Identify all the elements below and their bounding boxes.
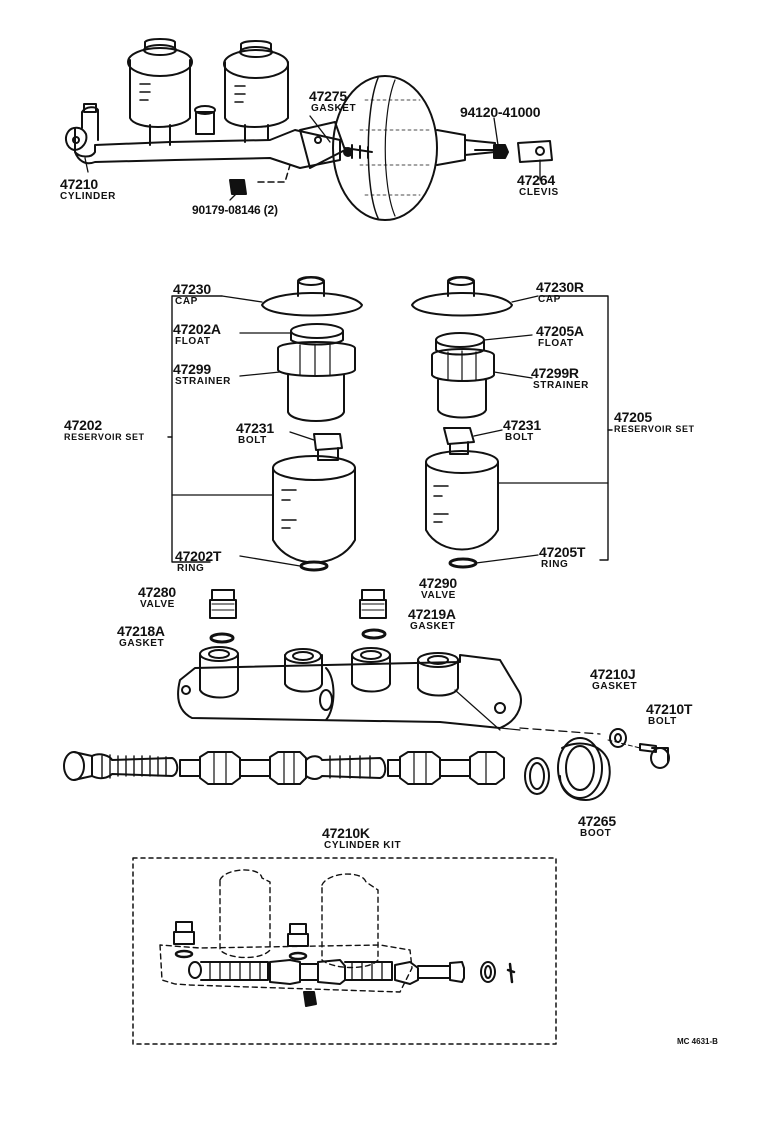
leader-lines [84, 115, 609, 567]
right-reservoir-set-illustration [411, 276, 613, 569]
part-47210J-number: 47210J [590, 666, 636, 682]
part-47265-number: 47265 [578, 813, 616, 829]
part-47205T-name: RING [541, 559, 569, 570]
part-47202A-name: FLOAT [175, 336, 211, 347]
part-47210K-name: CYLINDER KIT [324, 840, 402, 851]
part-47230R-name: CAP [538, 294, 561, 305]
part-47230R-number: 47230R [536, 279, 584, 295]
part-47205A-number: 47205A [536, 323, 584, 339]
part-47231-left-name: BOLT [238, 435, 267, 446]
part-47210-name: CYLINDER [60, 191, 116, 202]
part-47231-right-number: 47231 [503, 417, 541, 433]
part-47218A-number: 47218A [117, 623, 165, 639]
part-47205-number: 47205 [614, 409, 652, 425]
part-47264-number: 47264 [517, 172, 555, 188]
part-47202-name: RESERVOIR SET [64, 432, 145, 442]
piston-assembly-illustration [63, 728, 670, 801]
part-47210K-number: 47210K [322, 825, 370, 841]
top-assembly-illustration [65, 38, 553, 221]
part-47299R-number: 47299R [531, 365, 579, 381]
part-47210J-name: GASKET [592, 681, 638, 692]
part-47265-name: BOOT [580, 828, 612, 839]
part-47219A-number: 47219A [408, 606, 456, 622]
part-90179-number: 90179-08146 (2) [192, 203, 278, 217]
part-47299R-name: STRAINER [533, 380, 589, 391]
part-47275-number: 47275 [309, 88, 347, 104]
part-47202A-number: 47202A [173, 321, 221, 337]
part-47230-number: 47230 [173, 281, 211, 297]
part-47210T-name: BOLT [648, 716, 677, 727]
cylinder-body-illustration [177, 589, 601, 735]
part-47230-name: CAP [175, 296, 198, 307]
part-47202T-number: 47202T [175, 548, 222, 564]
cylinder-kit-illustration [132, 857, 557, 1045]
part-47210T-number: 47210T [646, 701, 693, 717]
part-47202-number: 47202 [64, 417, 102, 433]
master-cylinder-illustration [65, 38, 373, 195]
part-94120-number: 94120-41000 [460, 104, 541, 120]
diagram-reference-code: MC 4631-B [677, 1037, 718, 1046]
part-47231-right-name: BOLT [505, 432, 534, 443]
part-47264-name: CLEVIS [519, 187, 559, 198]
part-47205A-name: FLOAT [538, 338, 574, 349]
part-47231-left-number: 47231 [236, 420, 274, 436]
part-47290-name: VALVE [421, 590, 456, 601]
part-47205-name: RESERVOIR SET [614, 424, 695, 434]
brake-booster-illustration [332, 75, 496, 221]
part-47218A-name: GASKET [119, 638, 165, 649]
left-reservoir-set-illustration [167, 276, 363, 572]
part-47280-name: VALVE [140, 599, 175, 610]
part-47275-name: GASKET [311, 103, 357, 114]
part-47202T-name: RING [177, 563, 205, 574]
part-47299-name: STRAINER [175, 376, 231, 387]
part-47210-number: 47210 [60, 176, 98, 192]
clevis-illustration [474, 140, 553, 163]
part-47219A-name: GASKET [410, 621, 456, 632]
part-47299-number: 47299 [173, 361, 211, 377]
part-47290-number: 47290 [419, 575, 457, 591]
part-47280-number: 47280 [138, 584, 176, 600]
part-47205T-number: 47205T [539, 544, 586, 560]
